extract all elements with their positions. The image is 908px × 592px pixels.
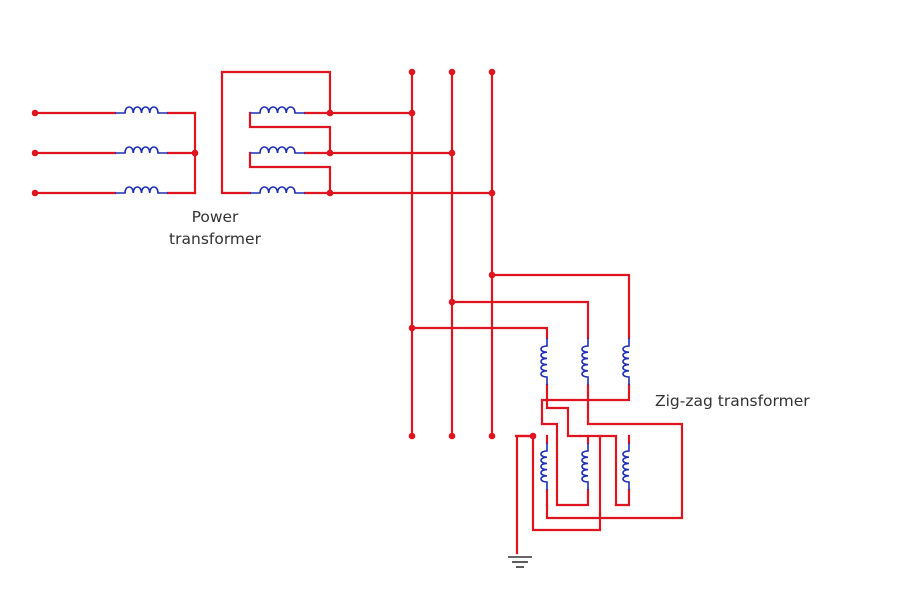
- power-transformer-label-line1: Power: [191, 208, 239, 226]
- winding-coil-icon: [540, 338, 548, 385]
- junction-dot-icon: [408, 109, 416, 117]
- tap-phase-a: [410, 326, 549, 340]
- winding-coil-icon: [115, 186, 168, 194]
- power-transformer-label-line2: transformer: [169, 230, 261, 248]
- junction-dot-icon: [448, 149, 456, 157]
- winding-coil-icon: [622, 338, 630, 385]
- junction-dot-icon: [488, 68, 496, 76]
- junction-dot-icon: [31, 189, 39, 197]
- winding-coil-icon: [250, 146, 305, 154]
- zigzag-cross-c: [540, 383, 631, 507]
- zigzag-transformer-label: Zig-zag transformer: [655, 392, 810, 410]
- windings: [115, 106, 630, 490]
- ground-symbol-icon: [508, 556, 532, 568]
- junction-dot-icon: [448, 298, 456, 306]
- winding-coil-icon: [581, 338, 589, 385]
- junction-dot-icon: [31, 109, 39, 117]
- junction-dot-icon: [408, 324, 416, 332]
- junction-dot-icon: [529, 432, 537, 440]
- neutral-link: [598, 434, 618, 507]
- junction-dot-icon: [488, 432, 496, 440]
- tap-phase-b: [450, 300, 590, 340]
- neutral-to-ground: [515, 434, 535, 555]
- tap-phase-c: [490, 273, 631, 340]
- winding-coil-icon: [540, 443, 548, 490]
- zigzag-cross-b: [545, 383, 684, 520]
- winding-coil-icon: [250, 106, 305, 114]
- junction-dot-icon: [488, 271, 496, 279]
- winding-coil-icon: [581, 443, 589, 490]
- junction-dot-icon: [326, 109, 334, 117]
- junction-dot-icon: [326, 149, 334, 157]
- zigzag-cross-a: [531, 383, 602, 532]
- junction-dot-icon: [326, 189, 334, 197]
- junction-dot-icon: [488, 189, 496, 197]
- junction-dot-icon: [408, 432, 416, 440]
- power-transformer-label: Power transformer: [150, 206, 280, 250]
- winding-coil-icon: [250, 186, 305, 194]
- junction-dots: [31, 68, 537, 440]
- delta-link-2: [248, 151, 332, 195]
- delta-link-3: [220, 70, 332, 195]
- delta-link-1: [248, 111, 332, 155]
- lower-end-c: [614, 488, 631, 507]
- junction-dot-icon: [31, 149, 39, 157]
- junction-dot-icon: [408, 68, 416, 76]
- winding-coil-icon: [622, 443, 630, 490]
- winding-coil-icon: [115, 146, 168, 154]
- winding-coil-icon: [115, 106, 168, 114]
- junction-dot-icon: [191, 149, 199, 157]
- junction-dot-icon: [448, 68, 456, 76]
- junction-dot-icon: [448, 432, 456, 440]
- wiring: [33, 70, 684, 555]
